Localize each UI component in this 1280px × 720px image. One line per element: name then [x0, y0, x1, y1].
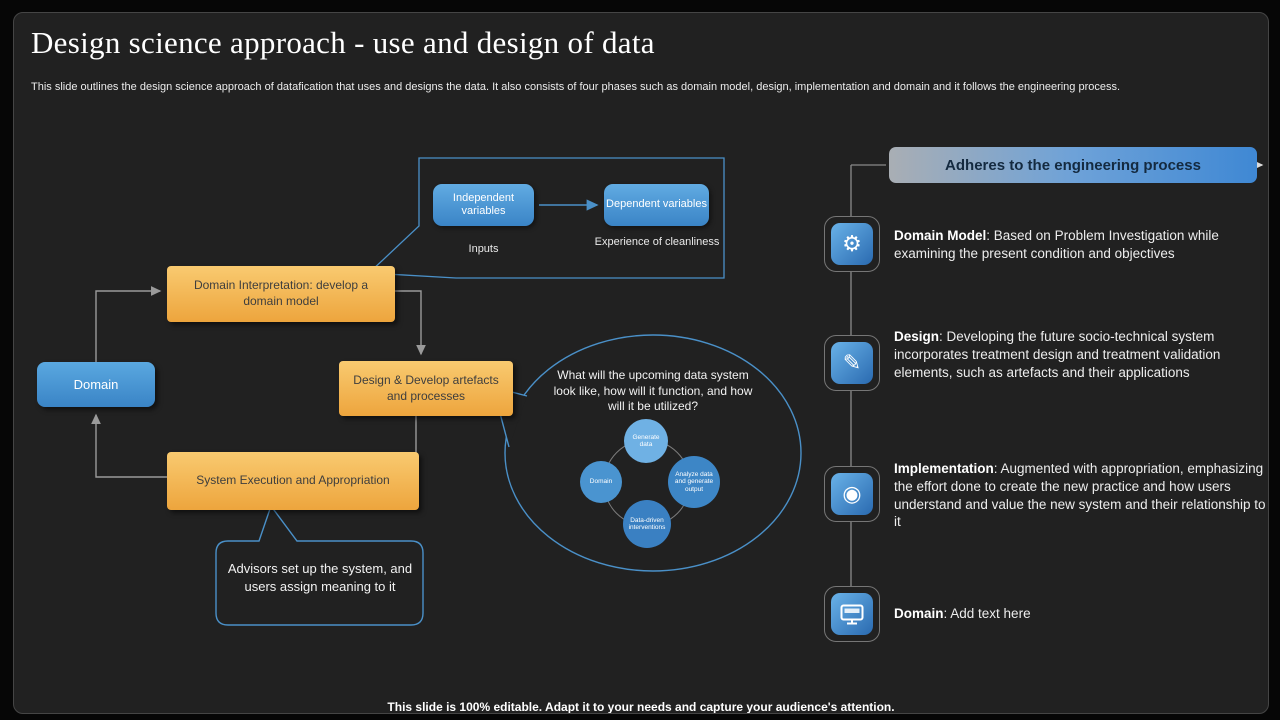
- design-icon-frame: ✎: [824, 335, 880, 391]
- domain-interpretation-box: Domain Interpretation: develop a domain …: [167, 266, 395, 322]
- page-title: Design science approach - use and design…: [31, 25, 655, 60]
- cycle-analyze-output: Analyze data and generate output: [668, 456, 720, 508]
- domain-item: Domain: Add text here: [894, 605, 1268, 623]
- advisors-callout-text: Advisors set up the system, and users as…: [227, 561, 413, 594]
- arrow-domain-to-interpretation: [95, 286, 162, 362]
- implementation-disc-icon: ◉: [831, 473, 873, 515]
- domain-box: Domain: [37, 362, 155, 407]
- slide-subtitle: This slide outlines the design science a…: [31, 81, 1121, 93]
- independent-variables-box: Independent variables: [433, 184, 534, 226]
- domain-desc: : Add text here: [943, 606, 1031, 621]
- implementation-item: Implementation: Augmented with appropria…: [894, 460, 1268, 531]
- monitor-icon-svg: [840, 604, 864, 624]
- monitor-icon: [831, 593, 873, 635]
- cycle-data-driven-interventions: Data-driven interventions: [623, 500, 671, 548]
- design-pencil-icon: ✎: [831, 342, 873, 384]
- experience-caption: Experience of cleanliness: [594, 236, 720, 248]
- domain-model-desc: : Based on Problem Investigation while e…: [894, 228, 1219, 261]
- domain-model-icon-frame: ⚙: [824, 216, 880, 272]
- advisors-callout-shape: [215, 504, 424, 626]
- arrow-execution-to-domain: [91, 413, 167, 478]
- dependent-variables-box: Dependent variables: [604, 184, 709, 226]
- domain-lead: Domain: [894, 606, 944, 621]
- cycle-domain: Domain: [580, 461, 622, 503]
- design-lead: Design: [894, 329, 940, 344]
- slide-canvas: Design science approach - use and design…: [13, 12, 1269, 714]
- system-execution-box: System Execution and Appropriation: [167, 452, 419, 510]
- implementation-desc: : Augmented with appropriation, emphasiz…: [894, 461, 1266, 530]
- implementation-icon-frame: ◉: [824, 466, 880, 522]
- engineering-process-banner: Adheres to the engineering process: [889, 147, 1257, 183]
- inputs-caption: Inputs: [468, 243, 499, 255]
- design-desc: : Developing the future socio-technical …: [894, 329, 1221, 380]
- domain-model-lead: Domain Model: [894, 228, 987, 243]
- domain-model-item: Domain Model: Based on Problem Investiga…: [894, 227, 1268, 263]
- slide-footer: This slide is 100% editable. Adapt it to…: [387, 700, 895, 714]
- question-bubble-text: What will the upcoming data system look …: [553, 368, 753, 414]
- design-develop-box: Design & Develop artefacts and processes: [339, 361, 513, 416]
- implementation-lead: Implementation: [894, 461, 994, 476]
- cycle-generate-data: Generate data: [624, 419, 668, 463]
- domain-icon-frame: [824, 586, 880, 642]
- gear-icon: ⚙: [831, 223, 873, 265]
- design-item: Design: Developing the future socio-tech…: [894, 328, 1268, 381]
